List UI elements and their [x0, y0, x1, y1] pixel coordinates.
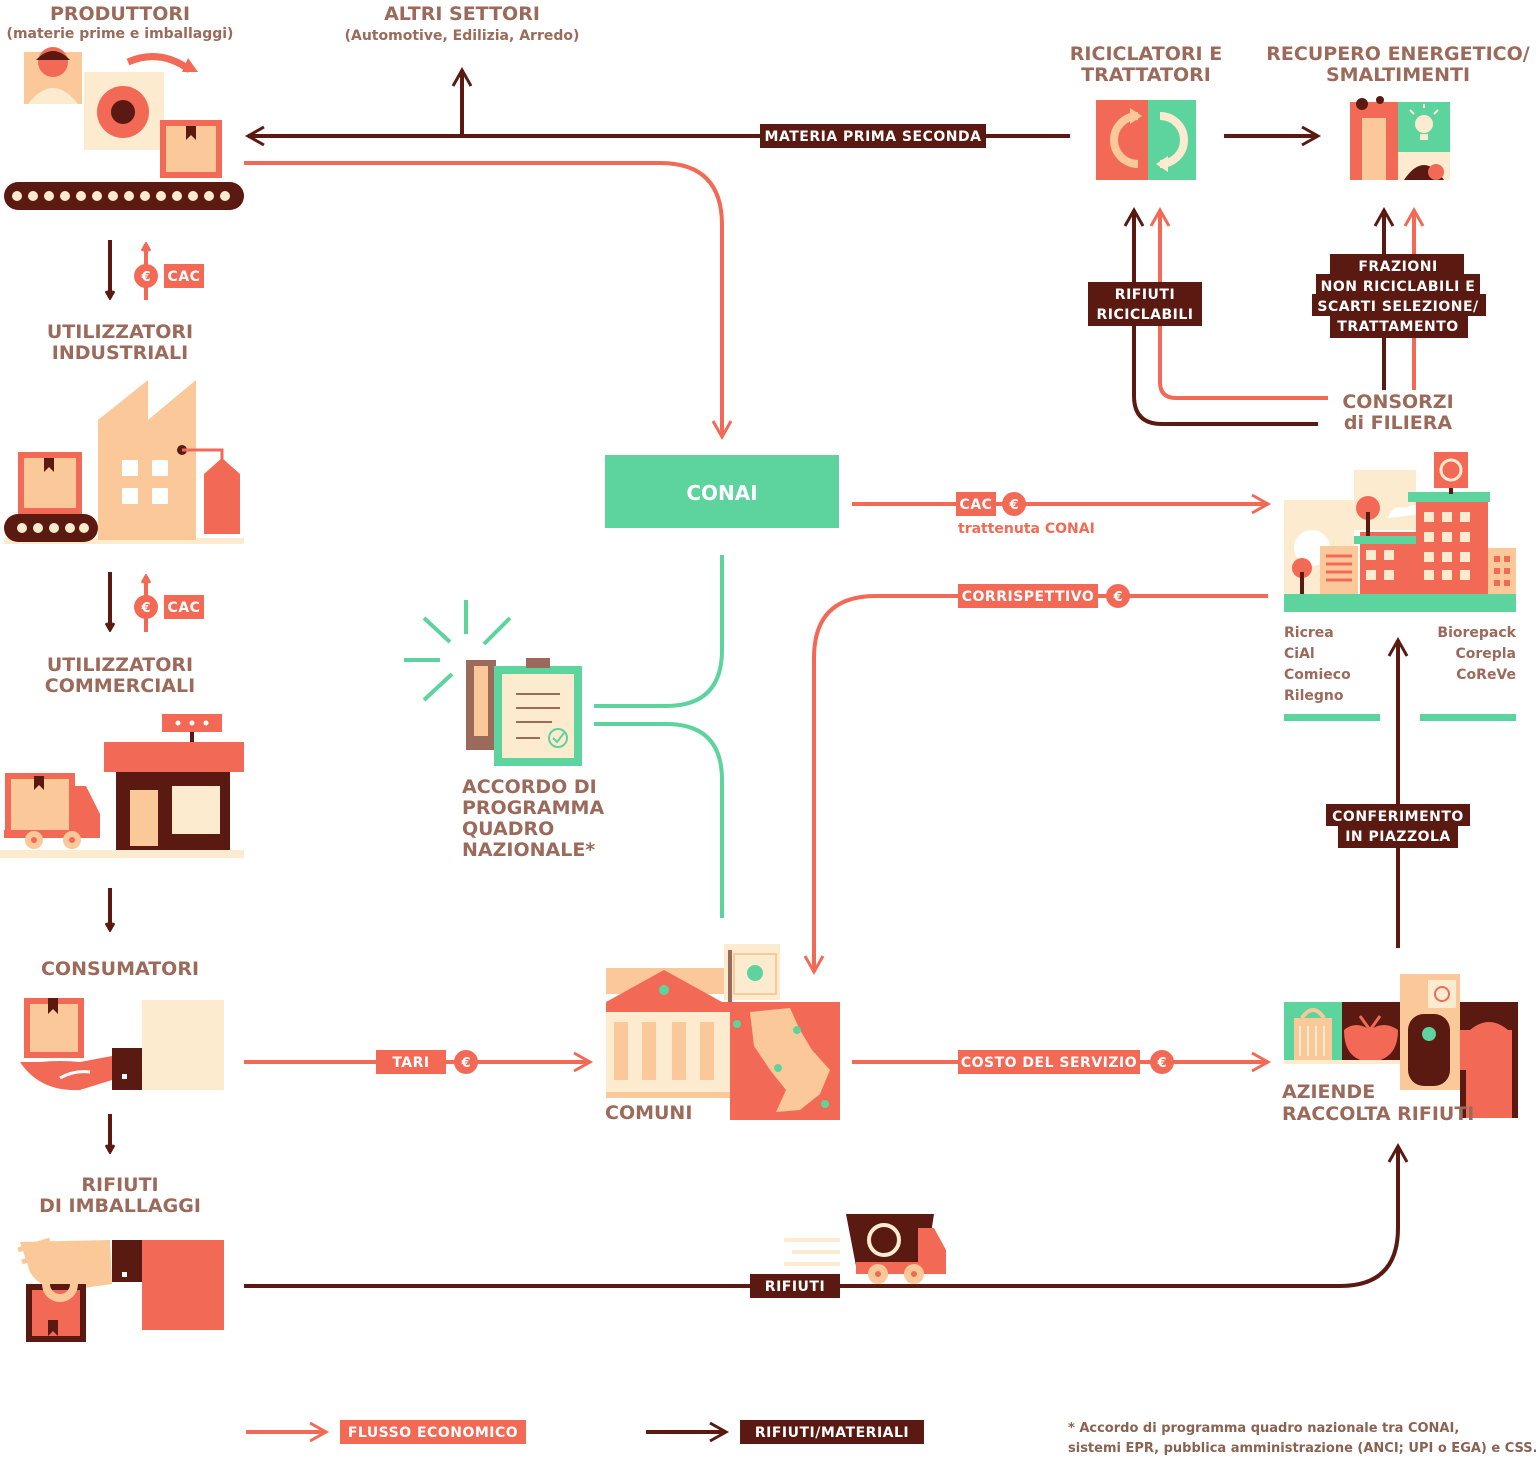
euro-icon: €	[140, 270, 150, 285]
legend-flusso-economico: FLUSSO ECONOMICO	[348, 1425, 518, 1441]
shop-illustration	[0, 714, 244, 858]
line-consorzi-riciclatori-dark	[1123, 206, 1318, 426]
riciclatori-title-l1: RICICLATORI E	[1070, 43, 1222, 65]
utilizzatori-commerciali-title-l2: COMMERCIALI	[45, 675, 195, 697]
produttori-subtitle: (materie prime e imballaggi)	[7, 26, 234, 42]
altri-settori-title: ALTRI SETTORI	[384, 3, 540, 25]
rifiuti-riciclabili-l1: RIFIUTI	[1115, 287, 1175, 303]
recupero-title-l2: SMALTIMENTI	[1326, 64, 1470, 86]
consorzio-name: Corepla	[1455, 646, 1516, 662]
line-accordo-comuni	[594, 722, 724, 918]
utilizzatori-commerciali-title-l1: UTILIZZATORI	[47, 654, 193, 676]
aziende-title-l2: RACCOLTA RIFIUTI	[1282, 1103, 1474, 1125]
rifiuti-riciclabili-tag: RIFIUTI RICICLABILI	[1088, 282, 1202, 326]
rifiuti-imballaggi-title-l2: DI IMBALLAGGI	[39, 1195, 201, 1217]
conferimento-l2: IN PIAZZOLA	[1345, 829, 1451, 845]
conferimento-l1: CONFERIMENTO	[1332, 809, 1464, 825]
frazioni-tag: FRAZIONI NON RICICLABILI E SCARTI SELEZI…	[1312, 254, 1486, 338]
recycle-icon	[1096, 100, 1196, 180]
consorzio-name: Comieco	[1284, 667, 1351, 683]
frazioni-l1: FRAZIONI	[1358, 259, 1437, 275]
energy-recovery-icon	[1350, 96, 1450, 180]
accordo-title-l2: PROGRAMMA	[462, 797, 604, 819]
consorzio-name: CoReVe	[1456, 667, 1516, 683]
rifiuti-tag: RIFIUTI	[750, 1274, 840, 1298]
consorzi-list-right: Biorepack Corepla CoReVe	[1437, 625, 1516, 683]
comuni-illustration	[606, 944, 840, 1120]
frazioni-l4: TRATTAMENTO	[1337, 319, 1458, 335]
materia-prima-seconda-tag: MATERIA PRIMA SECONDA	[760, 124, 986, 148]
recupero-title-l1: RECUPERO ENERGETICO/	[1266, 43, 1529, 65]
rifiuti-imballaggi-title-l1: RIFIUTI	[81, 1174, 158, 1196]
costo-servizio-label: COSTO DEL SERVIZIO	[961, 1055, 1137, 1071]
factory-illustration	[4, 380, 244, 544]
divider-right	[1420, 714, 1516, 721]
garbage-truck-icon	[784, 1214, 946, 1284]
conferimento-tag: CONFERIMENTO IN PIAZZOLA	[1326, 804, 1470, 848]
consorzio-name: CiAl	[1284, 646, 1315, 662]
costo-servizio-tag: COSTO DEL SERVIZIO €	[958, 1050, 1174, 1074]
comuni-title: COMUNI	[605, 1102, 692, 1124]
frazioni-l2: NON RICICLABILI E	[1321, 279, 1476, 295]
euro-icon: €	[1008, 498, 1018, 513]
utilizzatori-industriali-title-l2: INDUSTRIALI	[52, 342, 188, 364]
tari-label: TARI	[392, 1055, 429, 1071]
accordo-title-l4: NAZIONALE*	[462, 839, 595, 861]
altri-settori-subtitle: (Automotive, Edilizia, Arredo)	[345, 28, 580, 44]
euro-icon: €	[1112, 590, 1122, 605]
line-produttori-conai	[244, 161, 733, 441]
clipboard-icon	[404, 600, 582, 766]
consorzi-filiera-title-l2: di FILIERA	[1344, 412, 1453, 434]
aziende-title-l1: AZIENDE	[1282, 1081, 1375, 1103]
cac-label-1: CAC	[168, 269, 201, 285]
cac-tag-2: € CAC	[134, 595, 204, 619]
line-corrispettivo	[803, 594, 1268, 976]
legend-rifiuti-materiali: RIFIUTI/MATERIALI	[755, 1425, 909, 1441]
corrispettivo-label: CORRISPETTIVO	[962, 589, 1094, 605]
utilizzatori-industriali-title-l1: UTILIZZATORI	[47, 321, 193, 343]
rifiuti-riciclabili-l2: RICICLABILI	[1096, 307, 1193, 323]
rifiuti-label: RIFIUTI	[765, 1279, 825, 1295]
conai-box: CONAI	[605, 455, 839, 528]
consumatori-title: CONSUMATORI	[41, 958, 199, 980]
riciclatori-title-l2: TRATTATORI	[1081, 64, 1211, 86]
footnote-line-2: sistemi EPR, pubblica amministrazione (A…	[1068, 1441, 1536, 1456]
euro-icon: €	[140, 601, 150, 616]
divider-left	[1284, 714, 1380, 721]
consorzi-filiera-title-l1: CONSORZI	[1342, 391, 1453, 413]
consorzio-name: Biorepack	[1437, 625, 1516, 641]
produttori-illustration	[4, 47, 244, 210]
trattenuta-label: trattenuta CONAI	[958, 521, 1095, 537]
euro-icon: €	[1156, 1056, 1166, 1071]
frazioni-l3: SCARTI SELEZIONE/	[1317, 299, 1479, 315]
legend: FLUSSO ECONOMICO RIFIUTI/MATERIALI	[246, 1420, 924, 1444]
cac-tag-1: € CAC	[134, 264, 204, 288]
materia-prima-seconda-label: MATERIA PRIMA SECONDA	[765, 129, 982, 145]
aziende-raccolta-illustration	[1284, 974, 1518, 1118]
cac-label-2: CAC	[168, 600, 201, 616]
line-accordo-conai	[594, 555, 724, 708]
cac-trattenuta-tag: CAC € trattenuta CONAI	[956, 492, 1095, 537]
accordo-title-l3: QUADRO	[462, 818, 554, 840]
conveyor-dots-1	[12, 191, 230, 201]
consorzi-city-illustration	[1284, 452, 1516, 612]
footnote-line-1: * Accordo di programma quadro nazionale …	[1068, 1421, 1459, 1436]
tari-tag: TARI €	[376, 1050, 478, 1074]
cac-label-center: CAC	[960, 497, 993, 513]
consorzi-list-left: Ricrea CiAl Comieco Rilegno	[1284, 625, 1351, 704]
produttori-title: PRODUTTORI	[50, 3, 190, 25]
corrispettivo-tag: CORRISPETTIVO €	[958, 584, 1130, 608]
conai-label: CONAI	[686, 481, 757, 505]
accordo-title-l1: ACCORDO DI	[462, 776, 597, 798]
consorzio-name: Ricrea	[1284, 625, 1334, 641]
rifiuti-imballaggi-illustration	[17, 1237, 224, 1342]
consumatori-illustration	[20, 998, 224, 1091]
euro-icon: €	[460, 1056, 470, 1071]
consorzio-name: Rilegno	[1284, 688, 1344, 704]
line-rifiuti	[244, 1142, 1409, 1288]
